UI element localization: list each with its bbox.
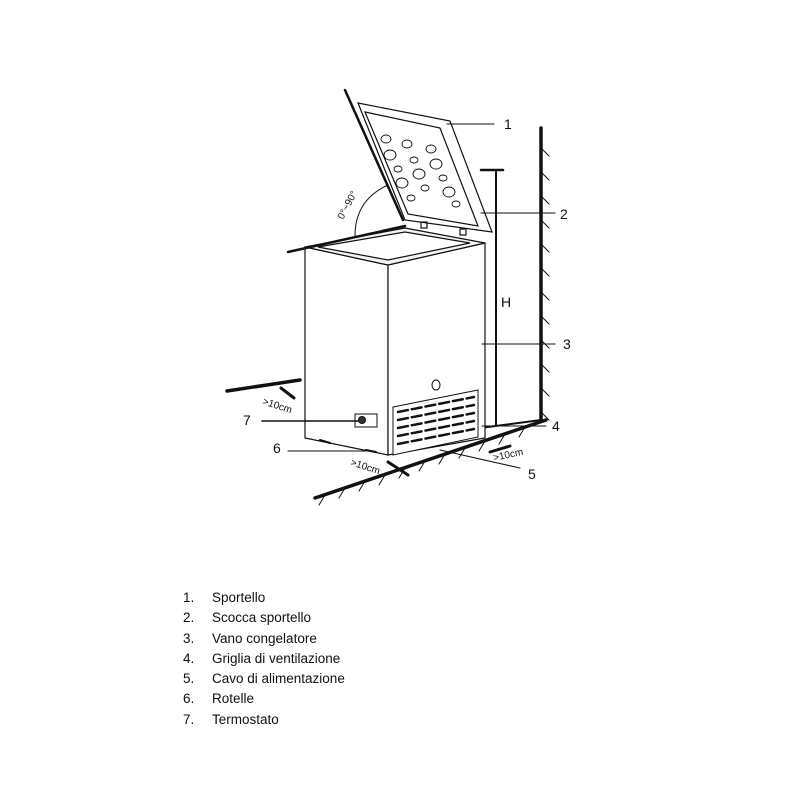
legend-item: 2. Scocca sportello [183, 608, 345, 628]
legend-number: 3. [183, 630, 195, 646]
legend-text: Griglia di ventilazione [212, 650, 341, 666]
legend-text: Rotelle [212, 691, 255, 707]
legend-number: 5. [183, 671, 195, 687]
angle-arc [354, 184, 389, 237]
callout-1: 1 [504, 116, 512, 132]
legend-number: 6. [183, 691, 195, 707]
ventilation-grille [392, 379, 479, 456]
angle-label: 0°~90° [336, 189, 360, 221]
clearance-label-front: >10cm [349, 457, 381, 477]
legend-text: Vano congelatore [212, 630, 317, 646]
legend-item: 4. Griglia di ventilazione [183, 649, 345, 669]
floor-left [225, 378, 302, 393]
callout-6: 6 [273, 440, 281, 456]
legend-item: 6. Rotelle [183, 689, 345, 709]
callout-5: 5 [528, 466, 536, 482]
callout-7: 7 [243, 412, 251, 428]
legend-text: Scocca sportello [212, 610, 312, 626]
parts-legend: 1. Sportello 2. Scocca sportello 3. Vano co… [183, 588, 345, 730]
legend-item: 3. Vano congelatore [183, 629, 345, 649]
legend-item: 7. Termostato [183, 710, 345, 730]
callout-4: 4 [552, 418, 560, 434]
legend-item: 1. Sportello [183, 588, 345, 608]
legend-number: 4. [183, 650, 195, 666]
legend-text: Cavo di alimentazione [212, 671, 345, 687]
floor-front [313, 418, 548, 500]
legend-number: 1. [183, 590, 195, 605]
legend-number: 7. [183, 711, 195, 727]
height-label: H [501, 294, 511, 310]
clearance-arrows [279, 386, 512, 477]
callout-lines [261, 123, 556, 469]
freezer-lid [343, 88, 493, 236]
callout-2: 2 [560, 206, 568, 222]
callout-3: 3 [563, 336, 571, 352]
clearance-label-left: >10cm [261, 396, 293, 416]
legend-item: 5. Cavo di alimentazione [183, 669, 345, 689]
floor-back [479, 419, 542, 429]
legend-text: Termostato [212, 711, 279, 727]
legend-number: 2. [183, 610, 195, 626]
floor-hatching [318, 426, 526, 506]
legend-text: Sportello [212, 590, 266, 605]
